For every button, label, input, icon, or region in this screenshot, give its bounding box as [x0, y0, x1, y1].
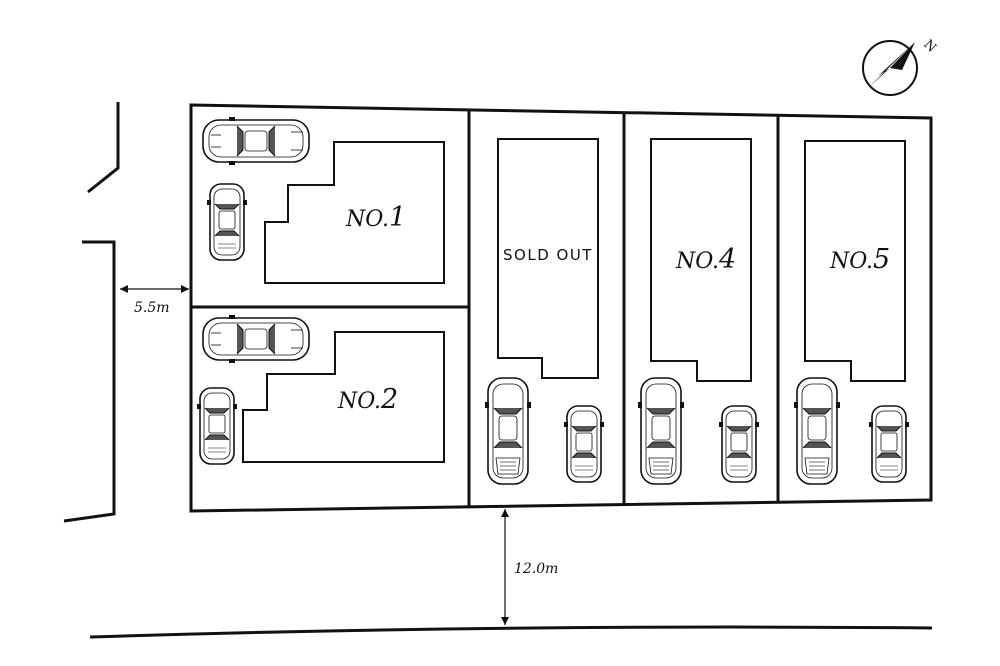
house-lot-3 — [497, 138, 599, 379]
lot-1-label: NO.1 — [345, 202, 406, 233]
car-lot-5-b — [868, 405, 910, 483]
car-lot-5-a — [793, 377, 841, 485]
car-lot-1-b — [206, 183, 248, 261]
house-lot-1 — [264, 141, 445, 284]
house-lot-5 — [804, 140, 906, 382]
side-road-width: 5.5m — [134, 300, 170, 316]
car-lot-4-a — [637, 377, 685, 485]
car-lot-1-a — [202, 116, 310, 166]
front-road-width: 12.0m — [514, 561, 558, 577]
car-lot-2-b — [196, 387, 238, 465]
left-boundary — [63, 102, 120, 523]
lot-2-label: NO.2 — [337, 384, 398, 415]
compass: N — [862, 37, 939, 96]
side-road-dimension: 5.5m — [120, 285, 189, 316]
road-edge — [89, 625, 933, 639]
site-outline — [189, 103, 933, 513]
lot-4-label: NO.4 — [675, 244, 736, 275]
cars — [196, 116, 910, 485]
front-road-dimension: 12.0m — [501, 509, 558, 625]
car-lot-2-a — [202, 314, 310, 364]
house-lot-2 — [242, 331, 445, 463]
car-lot-3-a — [484, 377, 532, 485]
lot-3-sold-label: SOLD OUT — [503, 246, 593, 264]
house-lot-4 — [650, 138, 752, 382]
car-lot-4-b — [718, 405, 760, 483]
compass-needle-icon — [868, 42, 915, 88]
car-lot-3-b — [563, 405, 605, 483]
lot-5-label: NO.5 — [829, 244, 890, 275]
compass-label: N — [920, 37, 939, 56]
